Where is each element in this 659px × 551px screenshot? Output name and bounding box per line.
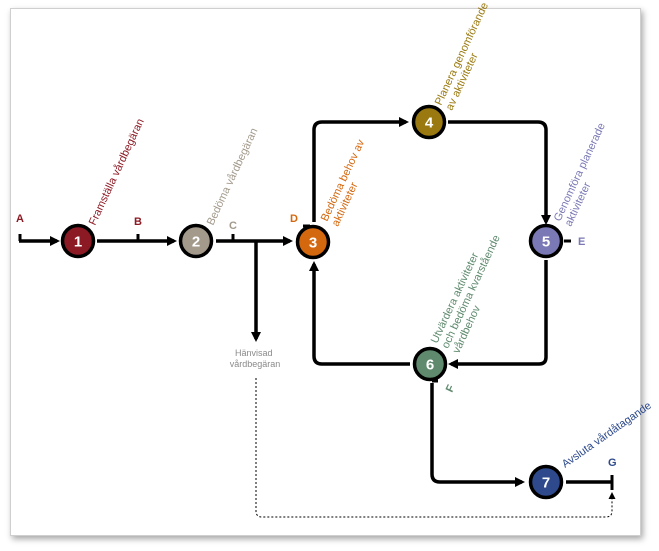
node-3: 3 (295, 224, 331, 260)
node-5: 5 (528, 223, 564, 259)
edge-6-to-3 (309, 261, 410, 366)
letter-c: C (229, 220, 237, 232)
node-number: 2 (192, 234, 200, 251)
letter-g: G (608, 457, 617, 469)
referral-note: Hänvisad vårdbegäran (230, 348, 281, 369)
edge-4-to-5 (448, 120, 551, 225)
node-number: 7 (542, 475, 550, 492)
node-circle (411, 104, 447, 140)
node-circle (528, 223, 564, 259)
referral-dotted-line (255, 378, 616, 518)
node-number: 5 (542, 234, 550, 251)
node-2: 2 (178, 223, 214, 259)
node-6: 6 (412, 346, 448, 382)
edge-3-to-4 (312, 117, 409, 222)
step-label-1: Framställa vårdbegäran (87, 117, 147, 227)
node-circle (295, 224, 331, 260)
step-label-3: Bedöma behov av aktiviteter (319, 135, 380, 228)
step-label-5: Genomföra planerade aktiviteter (552, 118, 620, 228)
step-label-2: Bedöma vårdbegäran (205, 126, 261, 227)
letter-b: B (134, 216, 142, 228)
step-labels: Framställa vårdbegäran Bedöma vårdbegära… (87, 0, 654, 471)
node-number: 3 (309, 235, 317, 252)
diagram-frame (10, 8, 641, 536)
node-circle (528, 464, 564, 500)
step-label-6: Utvärdera aktiviteter och bedöma kvarstå… (429, 225, 515, 355)
node-4: 4 (411, 104, 447, 140)
node-circle (178, 223, 214, 259)
tick-marks (18, 224, 614, 490)
letter-labels: A B C D E F G (16, 213, 617, 469)
node-7: 7 (528, 464, 564, 500)
connectors (19, 117, 612, 487)
edge-5-to-6 (448, 260, 548, 369)
letter-e: E (578, 236, 585, 248)
letter-f: F (444, 383, 458, 394)
node-number: 6 (426, 357, 434, 374)
letter-a: A (16, 213, 24, 225)
node-number: 4 (425, 115, 434, 132)
node-number: 1 (74, 234, 82, 251)
node-1: 1 (60, 223, 96, 259)
edge-6-to-7 (430, 383, 525, 487)
step-label-7: Avsluta vårdåtagande (560, 400, 654, 471)
node-circle (60, 223, 96, 259)
step-label-4: Planera genomförande av aktiviteter (433, 0, 503, 112)
letter-d: D (290, 213, 298, 225)
node-circle (412, 346, 448, 382)
